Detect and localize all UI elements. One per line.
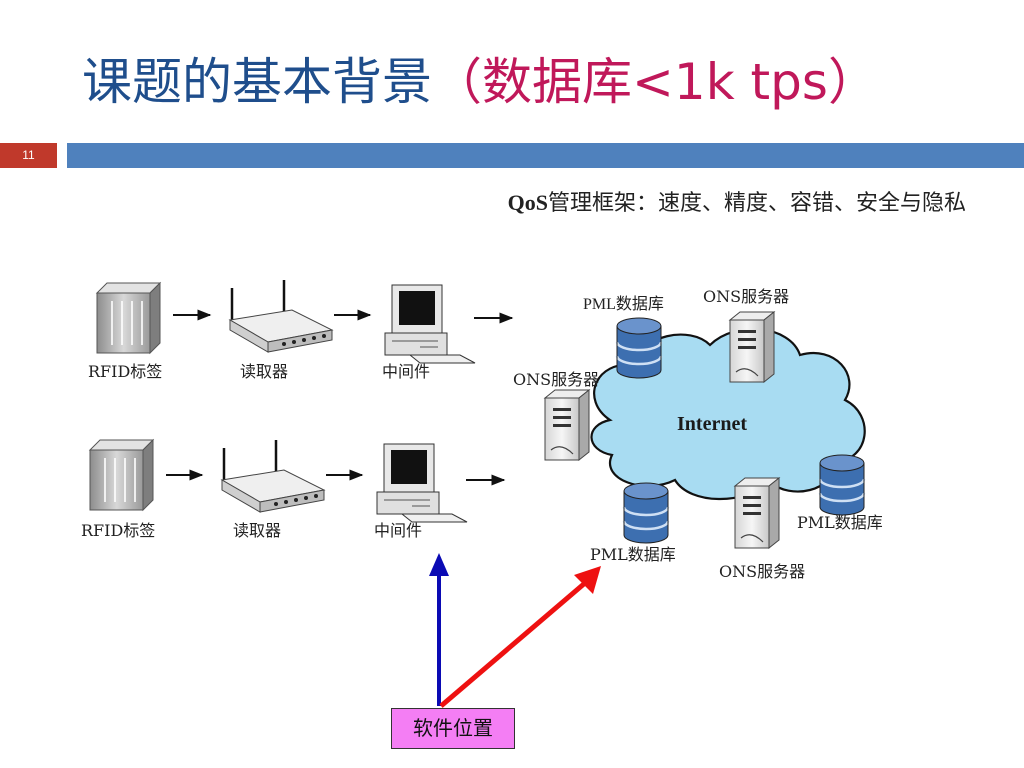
- reader-label: 读取器: [240, 362, 288, 381]
- ons-server-icon: [733, 476, 781, 550]
- reader-label: 读取器: [233, 521, 281, 540]
- subtitle: QoS管理框架：速度、精度、容错、安全与隐私: [508, 185, 966, 217]
- title-paren-open: （: [432, 53, 482, 111]
- pml-database-label: PML数据库: [590, 545, 676, 564]
- ons-server-icon: [728, 310, 776, 384]
- title-rule-bar: [67, 143, 1024, 168]
- pml-database-icon: [615, 317, 663, 379]
- ons-server-label: ONS服务器: [719, 562, 805, 581]
- rfid-tag-label: RFID标签: [81, 521, 155, 540]
- red-arrow-head: [574, 566, 601, 594]
- title-tps: <1k tps: [632, 53, 828, 111]
- subtitle-text: 管理框架：速度、精度、容错、安全与隐私: [547, 191, 966, 216]
- reader-icon: [220, 440, 326, 513]
- rfid-tag-icon: [88, 438, 155, 512]
- ons-server-label: ONS服务器: [513, 370, 599, 389]
- rfid-tag-label: RFID标签: [88, 362, 162, 381]
- reader-icon: [228, 280, 334, 353]
- software-location-label: 软件位置: [391, 708, 515, 749]
- ons-server-label: ONS服务器: [703, 287, 789, 306]
- ons-server-icon: [543, 388, 591, 462]
- middleware-computer-icon: [376, 443, 468, 523]
- slide-number: 11: [0, 143, 57, 168]
- title-main: 课题的基本背景: [82, 53, 432, 111]
- rfid-tag-icon: [95, 281, 162, 355]
- red-pointer-arrow: [439, 581, 587, 708]
- blue-arrow-head: [429, 553, 449, 576]
- title-paren-close: ）: [827, 53, 878, 111]
- internet-label: Internet: [677, 413, 747, 435]
- subtitle-qos: QoS: [507, 190, 548, 215]
- pml-database-label: PML数据库: [583, 295, 664, 313]
- pml-database-icon: [818, 454, 866, 516]
- slide-title: 课题的基本背景（数据库<1k tps）: [82, 42, 878, 122]
- pml-database-label: PML数据库: [797, 513, 883, 532]
- middleware-label: 中间件: [382, 362, 430, 381]
- pml-database-icon: [622, 482, 670, 544]
- title-database: 数据库: [482, 53, 632, 111]
- middleware-computer-icon: [384, 284, 476, 364]
- middleware-label: 中间件: [374, 521, 422, 540]
